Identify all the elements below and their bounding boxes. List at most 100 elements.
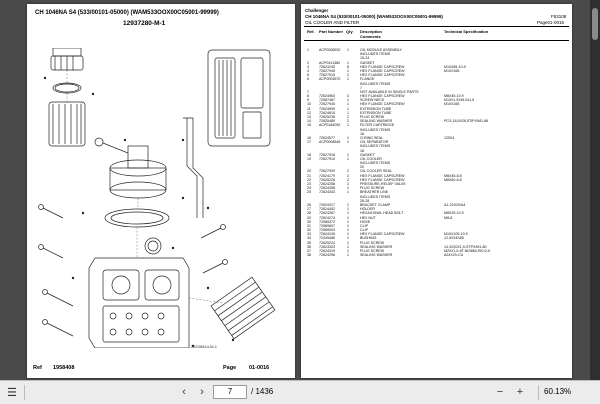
vertical-scrollbar[interactable] (590, 0, 600, 380)
row-description: FILTER CARTRIDGE (360, 123, 395, 128)
page-title: CH 1046NA S4 (533/00101-05000) (WAM533OO… (35, 10, 219, 16)
brand-name: Challenger (305, 8, 329, 13)
row-ref: 2 (307, 60, 309, 65)
section-title: OIL COOLER AND FILTER (305, 20, 360, 25)
row-description: EXTENSION TUBE (360, 110, 392, 115)
row-part-number: 72627945 (319, 68, 335, 73)
sidebar-toggle-icon[interactable]: ☰ (7, 386, 17, 399)
row-description: OIL COOLER (360, 156, 382, 161)
o-ring-seal (52, 82, 82, 94)
scrollbar-thumb[interactable] (592, 8, 598, 40)
row-description: 16 (360, 131, 364, 136)
row-spec: M8X25-10.9 (444, 211, 464, 216)
row-description: 26-28 (360, 198, 370, 203)
row-description: SEALING WASHER (360, 253, 393, 258)
row-qty: 2 (347, 119, 349, 124)
row-description: FLANGE (360, 77, 375, 82)
row-qty: 1 (347, 207, 349, 212)
row-qty: 1 (347, 60, 349, 65)
page-reference: Page01-0016 (537, 20, 565, 25)
row-description: OIL COOLER SEAL (360, 169, 393, 174)
document-viewport[interactable]: CH 1046NA S4 (533/00101-05000) (WAM533OO… (0, 0, 600, 380)
zoom-in-button[interactable]: + (516, 386, 524, 398)
row-part-number: ACP0184092 (319, 123, 341, 128)
row-spec: 12,5X24X85 (444, 236, 464, 241)
row-description: PRESSURE-RELIEF VALVE (360, 182, 406, 186)
table-row: 26-28 (304, 199, 569, 203)
row-spec: A24X29-CU (444, 253, 464, 258)
row-part-number: 72449486 (319, 236, 335, 241)
row-ref: 17 (307, 140, 311, 145)
row-description: 7 (360, 85, 362, 90)
row-ref: 30 (307, 219, 311, 224)
row-ref: 37 (307, 249, 311, 253)
page-number-input[interactable] (213, 385, 247, 399)
row-part-number: 72624245 (319, 64, 335, 69)
row-ref: 5 (307, 73, 309, 78)
row-qty: 1 (347, 140, 349, 145)
footer-ref-label: Ref (33, 365, 42, 371)
row-qty: 1 (347, 77, 349, 82)
row-part-number: 72624245 (319, 232, 335, 237)
table-row: INCLUDES ITEMS (304, 195, 569, 199)
exploded-parts-diagram (38, 48, 276, 348)
table-row: 16 (304, 132, 569, 136)
row-description: CLIP (360, 223, 368, 228)
row-ref: 32 (307, 228, 311, 233)
row-qty: 1 (347, 190, 349, 195)
oil-cooler (210, 276, 276, 340)
next-page-button[interactable]: › (200, 386, 204, 398)
row-ref: 36 (307, 244, 311, 249)
row-ref: 11 (307, 106, 311, 111)
row-part-number: 72627915 (319, 73, 335, 78)
row-description: PLUG SCREW (360, 249, 385, 253)
table-row: INCLUDES ITEMS (304, 161, 569, 165)
pdf-page-diagram: CH 1046NA S4 (533/00101-05000) (WAM533OO… (27, 4, 295, 378)
table-row: 18 (304, 149, 569, 153)
footer-ref-value: 1958408 (53, 365, 75, 371)
row-part-number: 72627945 (319, 102, 335, 107)
zoom-level[interactable]: 60.13% (544, 387, 572, 396)
row-qty: 1 (347, 156, 349, 161)
row-part-number: 72624963 (319, 94, 335, 99)
table-row: INCLUDES ITEMS (304, 82, 569, 86)
row-qty: 1 (347, 102, 349, 107)
row-spec: M8X45-10.9 (444, 94, 464, 99)
row-description: CLIP (360, 228, 368, 233)
row-ref: 13 (307, 115, 311, 119)
row-description: HEX FLANGE CAPSCREW (360, 64, 405, 69)
row-ref: 27 (307, 207, 311, 212)
table-row: INCLUDES ITEMS (304, 52, 569, 56)
table-row: INCLUDES ITEMS (304, 128, 569, 132)
row-qty: 1 (347, 211, 349, 216)
page-title: CH 1046NA S4 (533/00101-05000) (WAM533OO… (305, 14, 443, 19)
row-part-number: 72627910 (319, 156, 335, 161)
row-description: INCLUDES ITEMS (360, 52, 391, 57)
row-qty: 1 (347, 182, 349, 186)
row-description: EXTENSION TUBE (360, 106, 392, 111)
zoom-out-button[interactable]: − (496, 386, 504, 398)
row-qty: 1 (347, 219, 349, 224)
row-description: HOLDER (360, 207, 375, 212)
row-description: INCLUDES ITEMS (360, 161, 391, 166)
row-description: GASKET (360, 152, 375, 157)
row-description: HEX NUT (360, 215, 376, 220)
previous-page-button[interactable]: ‹ (182, 386, 186, 398)
row-part-number: 72624303 (319, 244, 335, 249)
col-desc-header: Description (360, 29, 383, 34)
col-comments-header: Comments (360, 34, 381, 39)
row-ref: 29 (307, 215, 311, 220)
row-qty: 1 (347, 110, 349, 115)
row-part-number: ACP0411380 (319, 60, 341, 65)
table-row: 7 (304, 86, 569, 90)
